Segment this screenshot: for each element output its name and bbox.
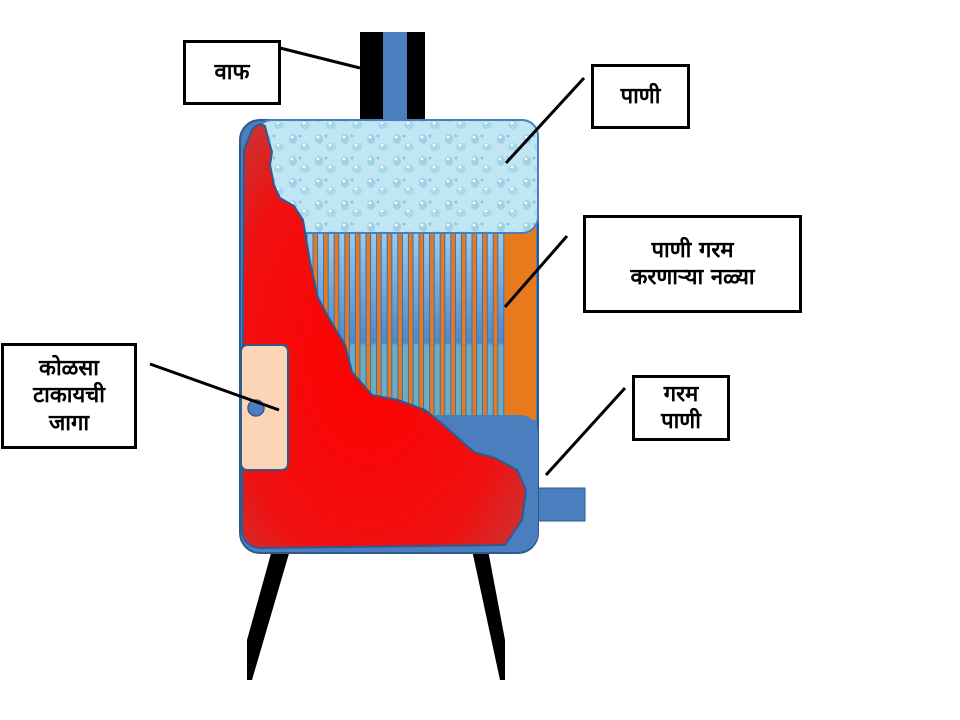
left-leg [247,550,290,680]
label-tubes: पाणी गरम करणाऱ्या नळ्या [583,215,802,313]
label-water: पाणी [591,64,690,129]
heating-tube [412,227,420,419]
hot-water-outlet-pipe [529,487,586,522]
heating-tube [444,227,452,419]
leader-coal [149,362,280,412]
label-coal-line2: टाकायची [33,383,105,409]
label-tubes-line2: करणाऱ्या नळ्या [630,265,755,290]
label-hot-water-line2: पाणी [661,409,701,434]
label-coal-door: कोळसा टाकायची जागा [1,343,137,449]
leader-steam [279,46,361,70]
label-coal-line3: जागा [48,410,90,436]
heating-tube [476,227,484,419]
heating-tube [497,227,505,419]
heating-tube [391,227,399,419]
heating-tube [380,227,388,419]
label-tubes-line1: पाणी गरम [651,237,734,263]
label-steam: वाफ [183,40,281,105]
heating-tube [423,227,431,419]
leader-water [504,76,586,165]
heating-tube [465,227,473,419]
label-water-text: पाणी [620,83,661,109]
heating-tube [433,227,441,419]
heating-tube [454,227,462,419]
chimney-steam-pipe [383,32,407,122]
label-steam-text: वाफ [214,59,250,85]
label-hot-water: गरम पाणी [632,375,730,441]
heating-tube [370,227,378,419]
right-leg [472,550,505,680]
leader-tubes [503,235,569,308]
label-hot-water-line1: गरम [663,381,699,407]
leader-hot-water [544,386,627,477]
fire [240,123,528,550]
heating-tube [486,227,494,419]
heating-tube [401,227,409,419]
label-coal-line1: कोळसा [39,355,99,381]
